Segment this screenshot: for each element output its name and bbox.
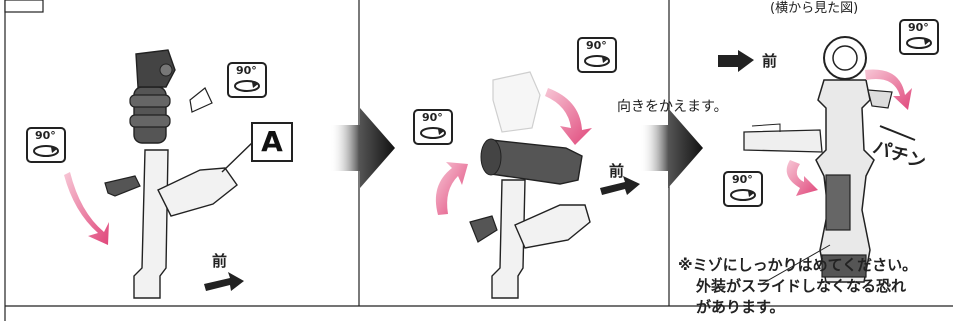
front-label: 前 <box>609 160 624 181</box>
front-label: 前 <box>762 50 777 71</box>
rotate-angle-label: 90° <box>422 111 443 124</box>
rotate-angle-label: 90° <box>908 21 929 34</box>
caution-note-line: ※ミゾにしっかりはめてください。 <box>678 255 917 276</box>
rotate-angle-label: 90° <box>35 129 56 142</box>
rotate-arrow <box>64 172 109 245</box>
part-letter-label: A <box>251 122 293 162</box>
rotate-arrow <box>545 88 592 145</box>
side-view-caption: (横から見た図) <box>770 0 858 16</box>
caution-note: ※ミゾにしっかりはめてください。 外装がスライドしなくなる恐れ があります。 <box>678 255 917 318</box>
rotate-angle-label: 90° <box>732 173 753 186</box>
front-arrow <box>204 272 244 291</box>
front-arrow <box>718 50 754 72</box>
rotate-arrow <box>436 162 468 215</box>
step-arrow <box>330 108 395 188</box>
caution-note-line: があります。 <box>678 297 917 318</box>
rotate-angle-label: 90° <box>586 39 607 52</box>
change-direction-label: 向きをかえます。 <box>617 96 728 116</box>
rotate-arrow <box>787 160 818 196</box>
caution-note-line: 外装がスライドしなくなる恐れ <box>678 276 917 297</box>
front-label: 前 <box>212 250 227 271</box>
rotate-angle-label: 90° <box>236 64 257 77</box>
step-arrow <box>640 108 703 188</box>
